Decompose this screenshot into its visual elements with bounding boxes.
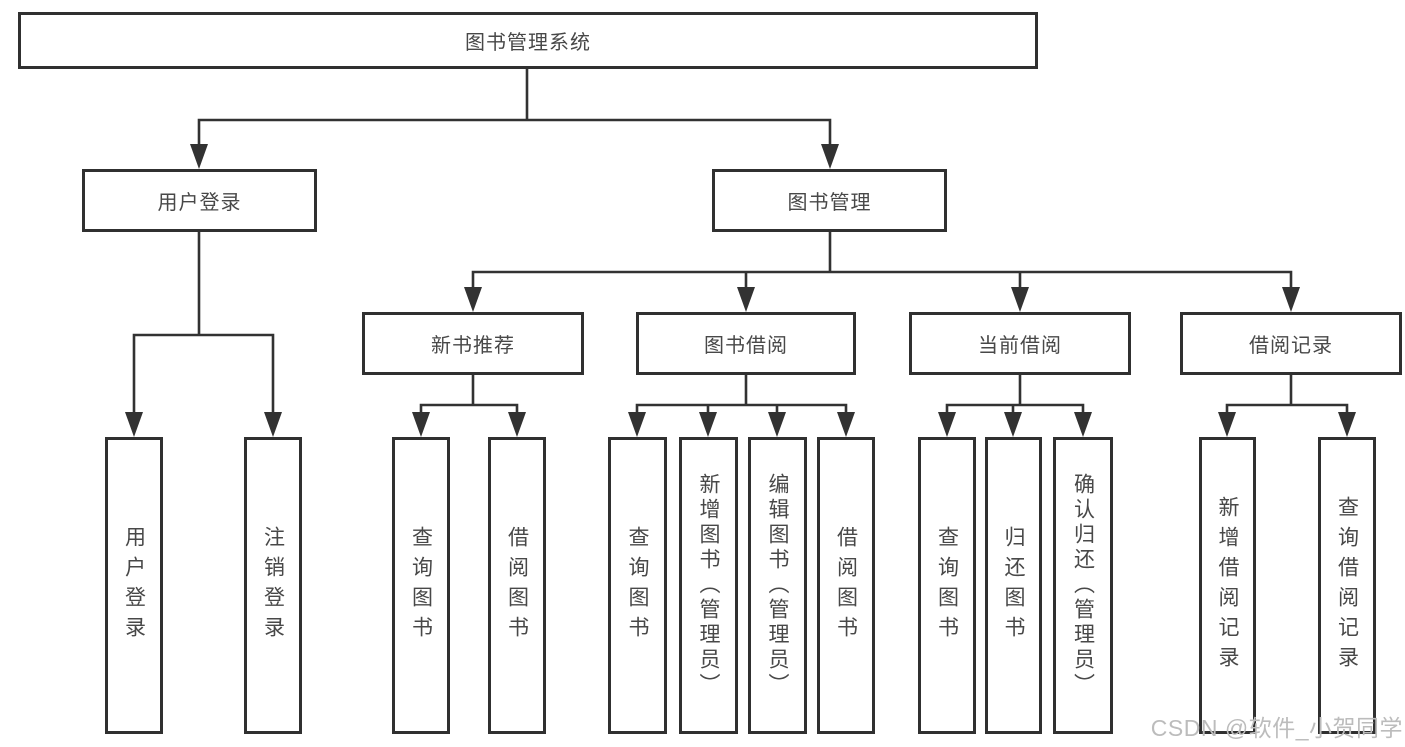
leaf-logout: 注销登录 <box>244 437 302 734</box>
leaf-borrow-books-label: 借阅图书 <box>834 525 858 646</box>
node-root-system: 图书管理系统 <box>18 12 1038 69</box>
node-borrow-records: 借阅记录 <box>1180 312 1402 375</box>
leaf-add-borrow-record: 新增借阅记录 <box>1199 437 1256 734</box>
node-new-book-recommend: 新书推荐 <box>362 312 584 375</box>
leaf-edit-book-admin: 编辑图书（管理员） <box>748 437 807 734</box>
leaf-query-books-recommend: 查询图书 <box>392 437 450 734</box>
leaf-return-book-label: 归还图书 <box>1002 525 1025 646</box>
node-book-borrow: 图书借阅 <box>636 312 856 375</box>
leaf-confirm-return-admin-label: 确认归还（管理员） <box>1071 473 1095 698</box>
leaf-user-login-label: 用户登录 <box>122 525 146 646</box>
leaf-borrow-books-recommend: 借阅图书 <box>488 437 546 734</box>
csdn-watermark: CSDN @软件_小贺同学 <box>1150 715 1403 741</box>
leaf-query-books-current-label: 查询图书 <box>935 525 959 646</box>
leaf-borrow-books: 借阅图书 <box>817 437 875 734</box>
leaf-add-borrow-record-label: 新增借阅记录 <box>1216 495 1239 676</box>
leaf-query-books-borrow: 查询图书 <box>608 437 667 734</box>
leaf-query-borrow-record-label: 查询借阅记录 <box>1335 495 1359 676</box>
leaf-confirm-return-admin: 确认归还（管理员） <box>1053 437 1113 734</box>
node-book-management: 图书管理 <box>712 169 947 232</box>
leaf-return-book: 归还图书 <box>985 437 1042 734</box>
leaf-user-login: 用户登录 <box>105 437 163 734</box>
leaf-query-books-current: 查询图书 <box>918 437 976 734</box>
leaf-query-borrow-record: 查询借阅记录 <box>1318 437 1376 734</box>
leaf-borrow-books-recommend-label: 借阅图书 <box>505 525 529 646</box>
leaf-edit-book-admin-label: 编辑图书（管理员） <box>766 473 789 698</box>
leaf-add-book-admin: 新增图书（管理员） <box>679 437 738 734</box>
leaf-add-book-admin-label: 新增图书（管理员） <box>697 473 720 698</box>
node-user-login: 用户登录 <box>82 169 317 232</box>
leaf-query-books-borrow-label: 查询图书 <box>626 525 649 646</box>
node-current-borrow: 当前借阅 <box>909 312 1131 375</box>
leaf-logout-label: 注销登录 <box>261 525 285 646</box>
leaf-query-books-recommend-label: 查询图书 <box>409 525 433 646</box>
